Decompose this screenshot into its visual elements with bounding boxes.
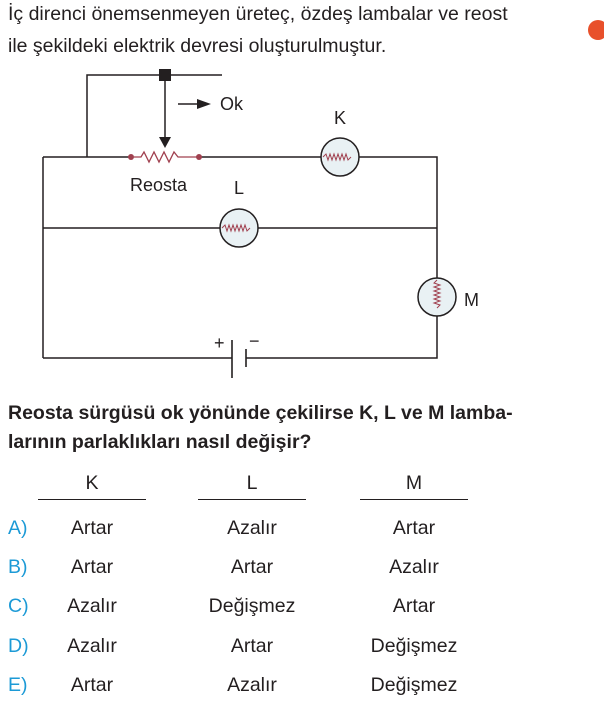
- option-k: Artar: [70, 674, 114, 696]
- battery-minus: −: [249, 331, 260, 351]
- question-line-2: larının parlaklıkları nasıl değişir?: [8, 431, 312, 453]
- option-l: Azalır: [227, 517, 277, 539]
- circuit-diagram: Ok K Reosta L M + −: [42, 69, 479, 378]
- option-m: Değişmez: [370, 674, 458, 696]
- option-m: Artar: [392, 595, 436, 617]
- option-k: Artar: [70, 517, 114, 539]
- option-l: Artar: [230, 556, 274, 578]
- lamp-m-label: M: [464, 290, 479, 310]
- lamp-l-icon: [219, 208, 259, 248]
- header-k: K: [85, 472, 99, 494]
- battery-plus: +: [214, 333, 225, 353]
- lamp-m-icon: [417, 277, 457, 317]
- wire-slider: [86, 74, 222, 157]
- page-corner-decoration: [588, 20, 604, 40]
- option-k: Azalır: [67, 635, 117, 657]
- lamp-k-icon: [320, 137, 360, 177]
- option-d[interactable]: D) Azalır Artar Değişmez: [0, 635, 604, 659]
- intro-line-1: İç direnci önemsenmeyen üreteç, özdeş la…: [8, 3, 508, 25]
- header-l: L: [246, 472, 258, 494]
- rheostat-label: Reosta: [130, 175, 188, 195]
- option-letter: D): [8, 635, 29, 657]
- option-c[interactable]: C) Azalır Değişmez Artar: [0, 595, 604, 619]
- slider-arrowhead: [159, 137, 171, 148]
- option-l: Azalır: [227, 674, 277, 696]
- slider-contact: [159, 69, 171, 81]
- option-k: Azalır: [67, 595, 117, 617]
- header-m: M: [405, 472, 423, 494]
- ok-label: Ok: [220, 94, 244, 114]
- option-b[interactable]: B) Artar Artar Azalır: [0, 556, 604, 580]
- option-a[interactable]: A) Artar Azalır Artar: [0, 517, 604, 541]
- header-underline: [360, 499, 468, 500]
- option-letter: A): [8, 517, 28, 539]
- option-e[interactable]: E) Artar Azalır Değişmez: [0, 674, 604, 698]
- intro-line-2: ile şekildeki elektrik devresi oluşturul…: [8, 35, 387, 57]
- header-underline: [38, 499, 146, 500]
- rheostat: [134, 150, 197, 164]
- option-letter: B): [8, 556, 28, 578]
- option-k: Artar: [70, 556, 114, 578]
- option-l: Değişmez: [208, 595, 296, 617]
- question-line-1: Reosta sürgüsü ok yönünde çekilirse K, L…: [8, 402, 513, 424]
- option-l: Artar: [230, 635, 274, 657]
- header-underline: [198, 499, 306, 500]
- lamp-l-label: L: [234, 178, 244, 198]
- battery-icon: [231, 340, 247, 378]
- ok-arrowhead: [197, 99, 211, 109]
- option-letter: C): [8, 595, 29, 617]
- option-m: Değişmez: [370, 635, 458, 657]
- lamp-k-label: K: [334, 108, 346, 128]
- option-m: Artar: [392, 517, 436, 539]
- option-m: Azalır: [389, 556, 439, 578]
- option-letter: E): [8, 674, 28, 696]
